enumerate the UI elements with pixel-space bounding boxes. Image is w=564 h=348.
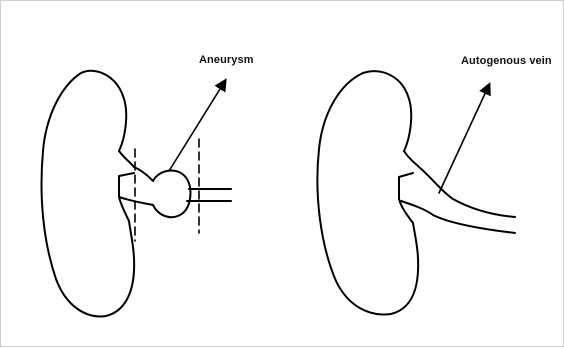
left-kidney-outline (42, 71, 135, 317)
left-artery-distal (187, 189, 231, 201)
right-kidney-outline (317, 71, 418, 314)
vein-graft (401, 167, 515, 233)
left-panel (42, 71, 231, 317)
left-hilum (119, 151, 134, 221)
left-artery-upper (119, 167, 153, 205)
right-hilum (399, 151, 419, 223)
vein-arrow (439, 85, 489, 193)
right-panel (317, 71, 515, 314)
aneurysm-sac (153, 171, 190, 218)
aneurysm-arrow (169, 81, 225, 171)
aneurysm-label: Aneurysm (199, 54, 254, 66)
autogenous-vein-label: Autogenous vein (461, 55, 552, 67)
